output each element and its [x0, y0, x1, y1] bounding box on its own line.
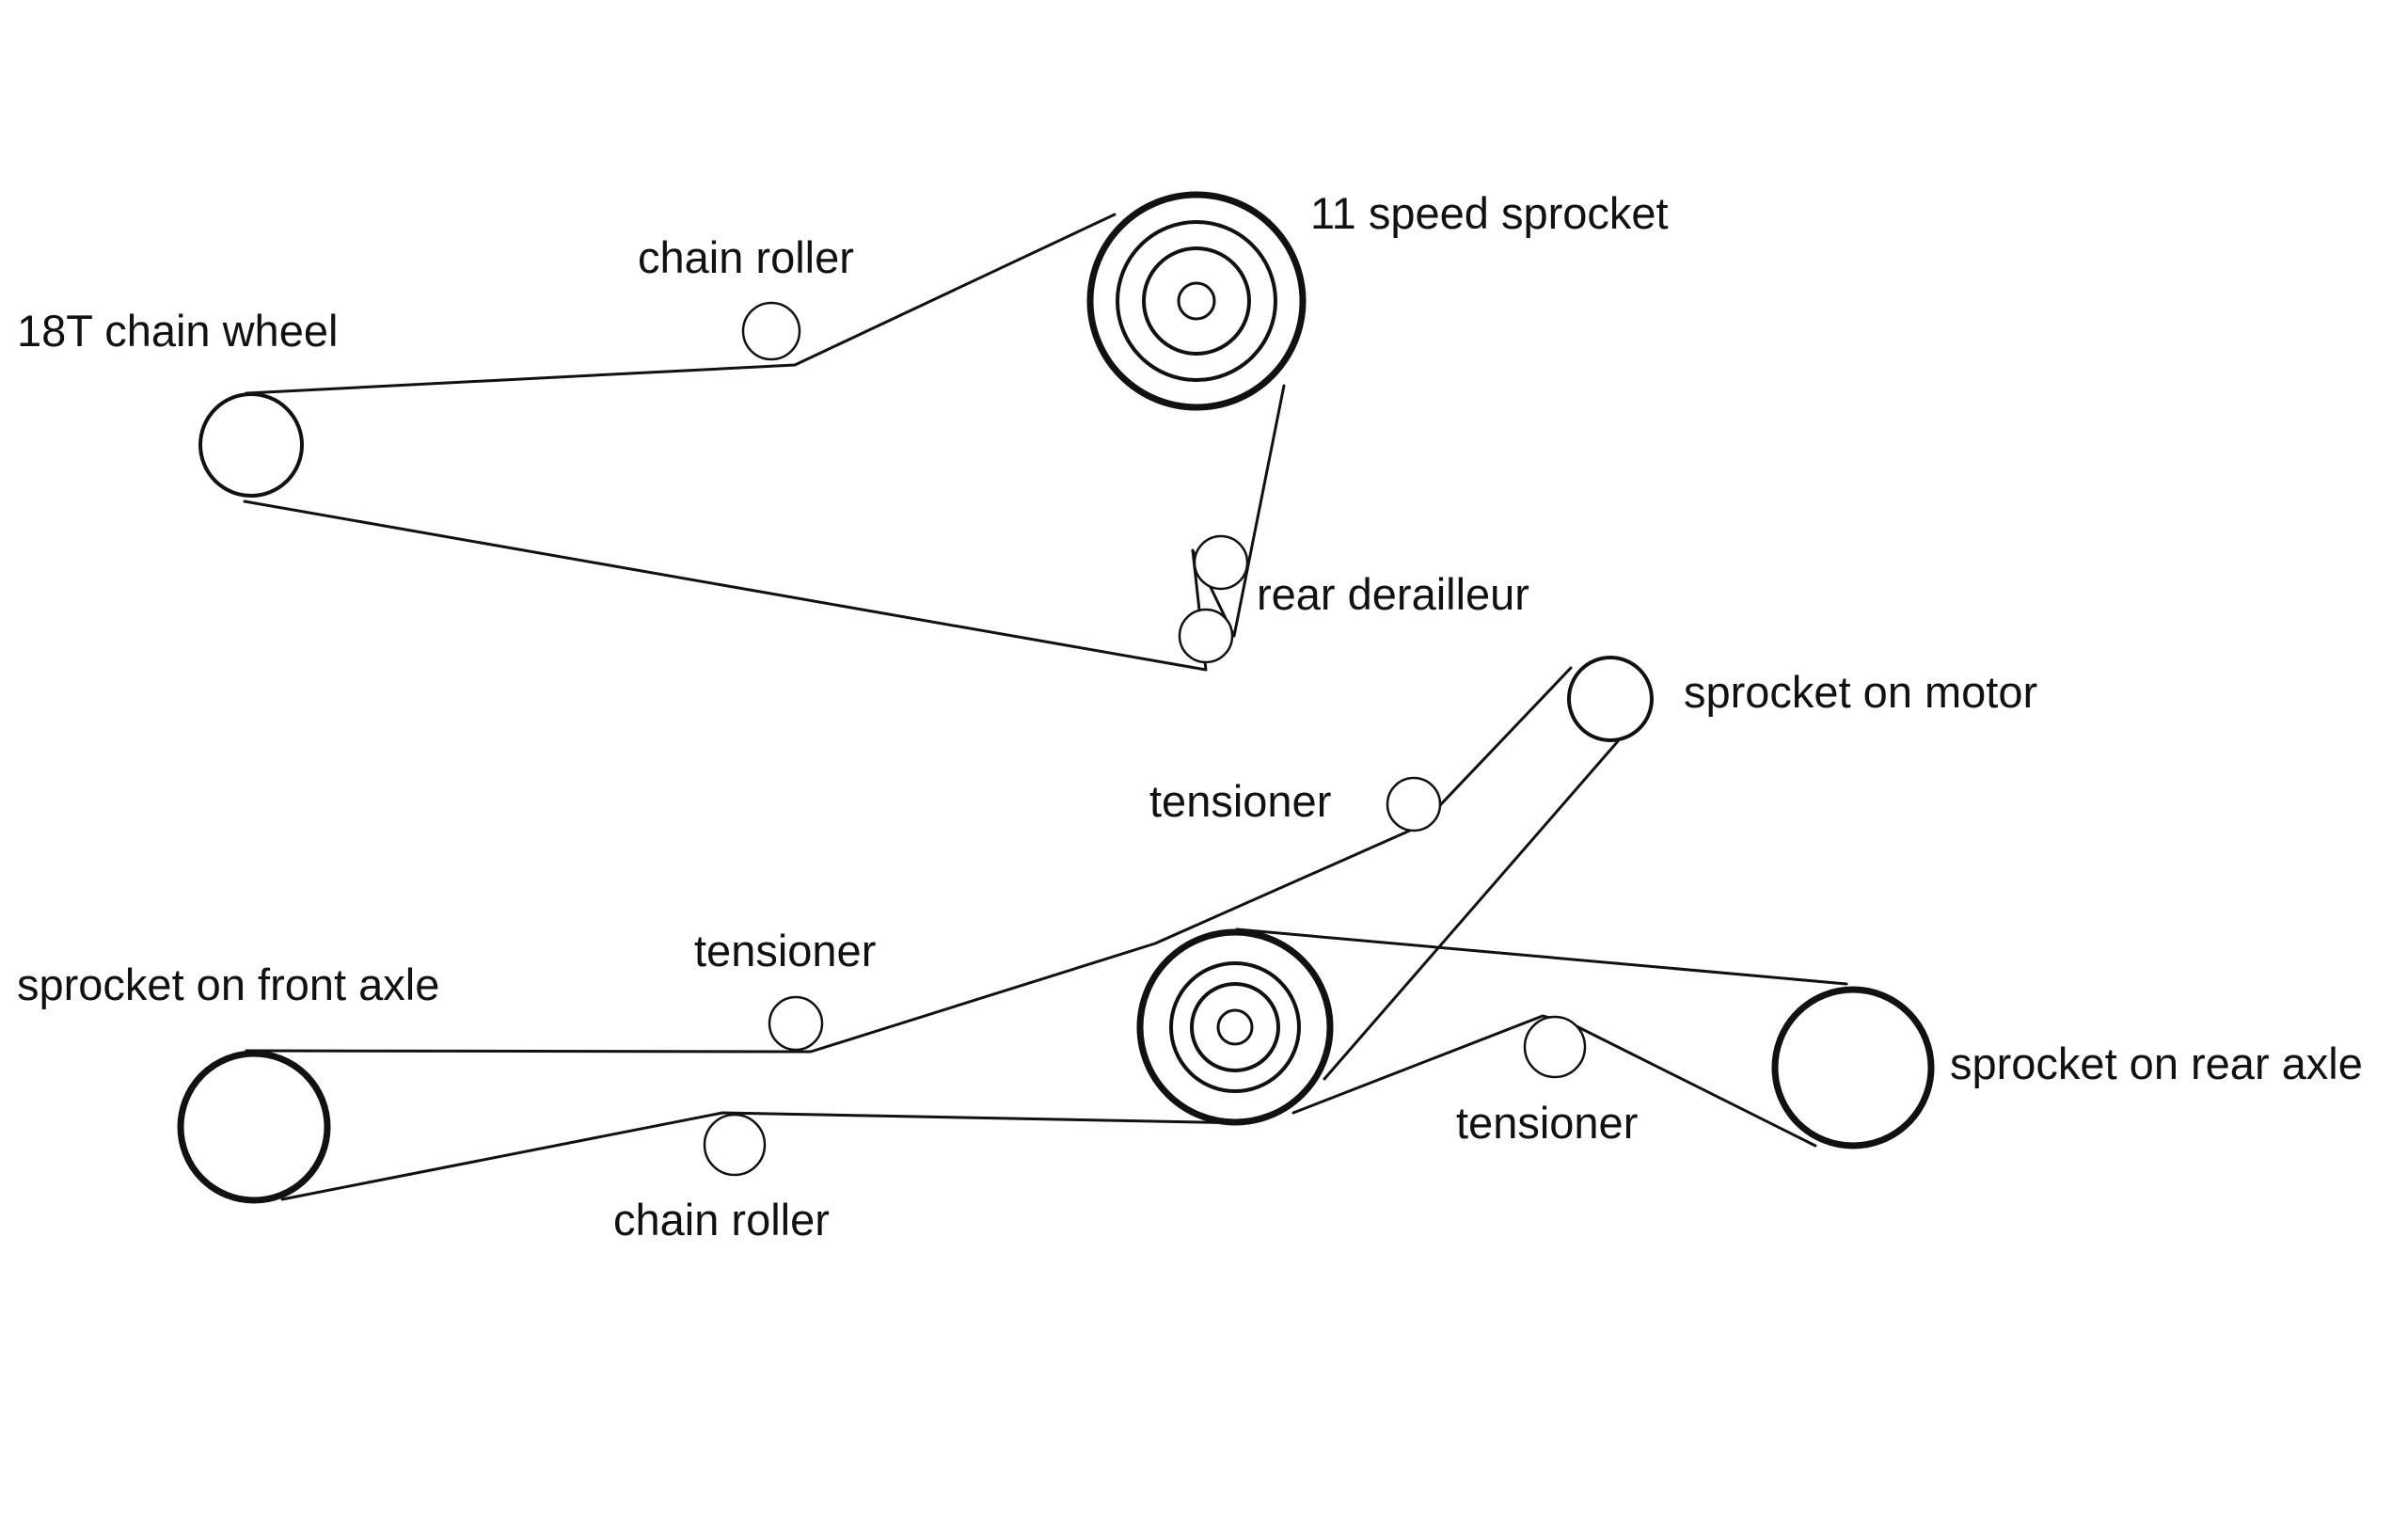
sprocket-rear-axle — [1771, 986, 1935, 1149]
tensioner-upper — [1386, 776, 1442, 832]
speed-sprocket-11 — [1086, 191, 1307, 411]
tensioner-middle — [768, 995, 824, 1052]
derailleur-lower-pulley — [1178, 608, 1234, 664]
center-sprocket — [1136, 928, 1334, 1126]
label-sprocket-rear-axle: sprocket on rear axle — [1950, 1038, 2363, 1088]
chain-motor-return — [1323, 739, 1620, 1081]
chain-roller-top — [741, 301, 801, 361]
chain-wheel-18t — [198, 392, 304, 498]
label-tensioner-lower: tensioner — [1456, 1098, 1638, 1148]
label-rear-derailleur: rear derailleur — [1257, 569, 1529, 619]
label-chain-wheel: 18T chain wheel — [17, 306, 338, 356]
chain-front-axle-lower — [280, 1111, 1251, 1201]
chain-rear-axle-upper — [1235, 927, 1848, 986]
bottom-drivetrain: sprocket on motor tensioner tensioner sp… — [17, 656, 2363, 1245]
top-chain-upper-run — [245, 213, 1117, 395]
label-speed-sprocket: 11 speed sprocket — [1310, 188, 1669, 238]
chain-front-axle-upper — [245, 666, 1573, 1054]
derailleur-upper-pulley — [1193, 534, 1249, 591]
label-sprocket-motor: sprocket on motor — [1684, 667, 2037, 717]
label-sprocket-front-axle: sprocket on front axle — [17, 959, 439, 1009]
sprocket-motor — [1567, 656, 1654, 742]
top-drivetrain: 18T chain wheel chain roller 11 speed sp… — [17, 188, 1669, 672]
top-chain-lower-run — [243, 384, 1286, 672]
label-tensioner-middle: tensioner — [694, 926, 876, 975]
sprocket-front-axle — [177, 1050, 331, 1204]
rear-derailleur — [1178, 534, 1249, 664]
label-chain-roller-bottom: chain roller — [613, 1195, 830, 1245]
label-chain-roller-top: chain roller — [638, 232, 854, 282]
label-tensioner-upper: tensioner — [1149, 776, 1331, 826]
tensioner-lower — [1523, 1015, 1587, 1079]
chain-roller-bottom — [703, 1113, 767, 1177]
